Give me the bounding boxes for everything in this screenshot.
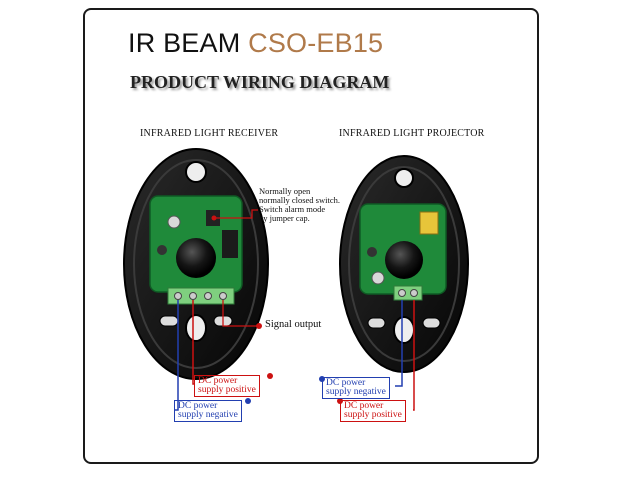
projector-lens bbox=[385, 241, 423, 279]
receiver-mount-hole-top bbox=[185, 161, 207, 183]
jumper-note-line-4: by jumper cap. bbox=[259, 213, 310, 223]
receiver-dc-negative-label: DC power supply negative bbox=[174, 400, 242, 422]
projector-dc-negative-line-1: DC power bbox=[326, 378, 366, 388]
projector-dc-negative-line-2: supply negative bbox=[326, 387, 386, 397]
projector-positive-wire bbox=[413, 300, 415, 411]
jumper-note-line-3: Switch alarm mode bbox=[259, 204, 326, 214]
projector-dc-positive-label: DC power supply positive bbox=[340, 400, 406, 422]
receiver-device bbox=[123, 148, 269, 380]
receiver-dc-negative-line-2: supply negative bbox=[178, 410, 238, 420]
receiver-terminal-block bbox=[167, 287, 235, 305]
jumper-note-line-2: normally closed switch. bbox=[259, 195, 340, 205]
signal-output-label: Signal output bbox=[265, 319, 322, 330]
receiver-dc-positive-label: DC power supply positive bbox=[194, 375, 260, 397]
projector-heading: INFRARED LIGHT PROJECTOR bbox=[339, 128, 485, 139]
projector-dc-negative-label: DC power supply negative bbox=[322, 377, 390, 399]
jumper-pointer-line bbox=[214, 209, 258, 219]
receiver-dc-negative-line-1: DC power bbox=[178, 401, 218, 411]
jumper-note: Normally open normally closed switch. Sw… bbox=[259, 187, 340, 223]
projector-dc-positive-line-1: DC power bbox=[344, 401, 384, 411]
page-subtitle: PRODUCT WIRING DIAGRAM bbox=[130, 72, 390, 92]
jumper-note-line-1: Normally open bbox=[259, 186, 311, 196]
receiver-positive-wire bbox=[192, 300, 194, 385]
projector-dc-positive-line-2: supply positive bbox=[344, 410, 402, 420]
projector-mount-hole-bottom bbox=[393, 316, 415, 344]
projector-device bbox=[339, 155, 469, 373]
receiver-dc-positive-line-1: DC power bbox=[198, 376, 238, 386]
signal-output-wire bbox=[222, 300, 258, 327]
receiver-heading: INFRARED LIGHT RECEIVER bbox=[140, 128, 279, 139]
projector-mount-hole-top bbox=[394, 168, 414, 188]
receiver-lens bbox=[176, 238, 216, 278]
receiver-negative-wire bbox=[174, 300, 179, 411]
title-model: CSO-EB15 bbox=[248, 28, 384, 58]
page-title: IR BEAM CSO-EB15 bbox=[128, 28, 383, 59]
receiver-wiring bbox=[174, 209, 273, 411]
projector-negative-wire bbox=[395, 300, 403, 387]
receiver-mount-hole-bottom bbox=[185, 314, 207, 342]
receiver-dc-positive-line-2: supply positive bbox=[198, 385, 256, 395]
title-brand: IR BEAM bbox=[128, 28, 241, 58]
